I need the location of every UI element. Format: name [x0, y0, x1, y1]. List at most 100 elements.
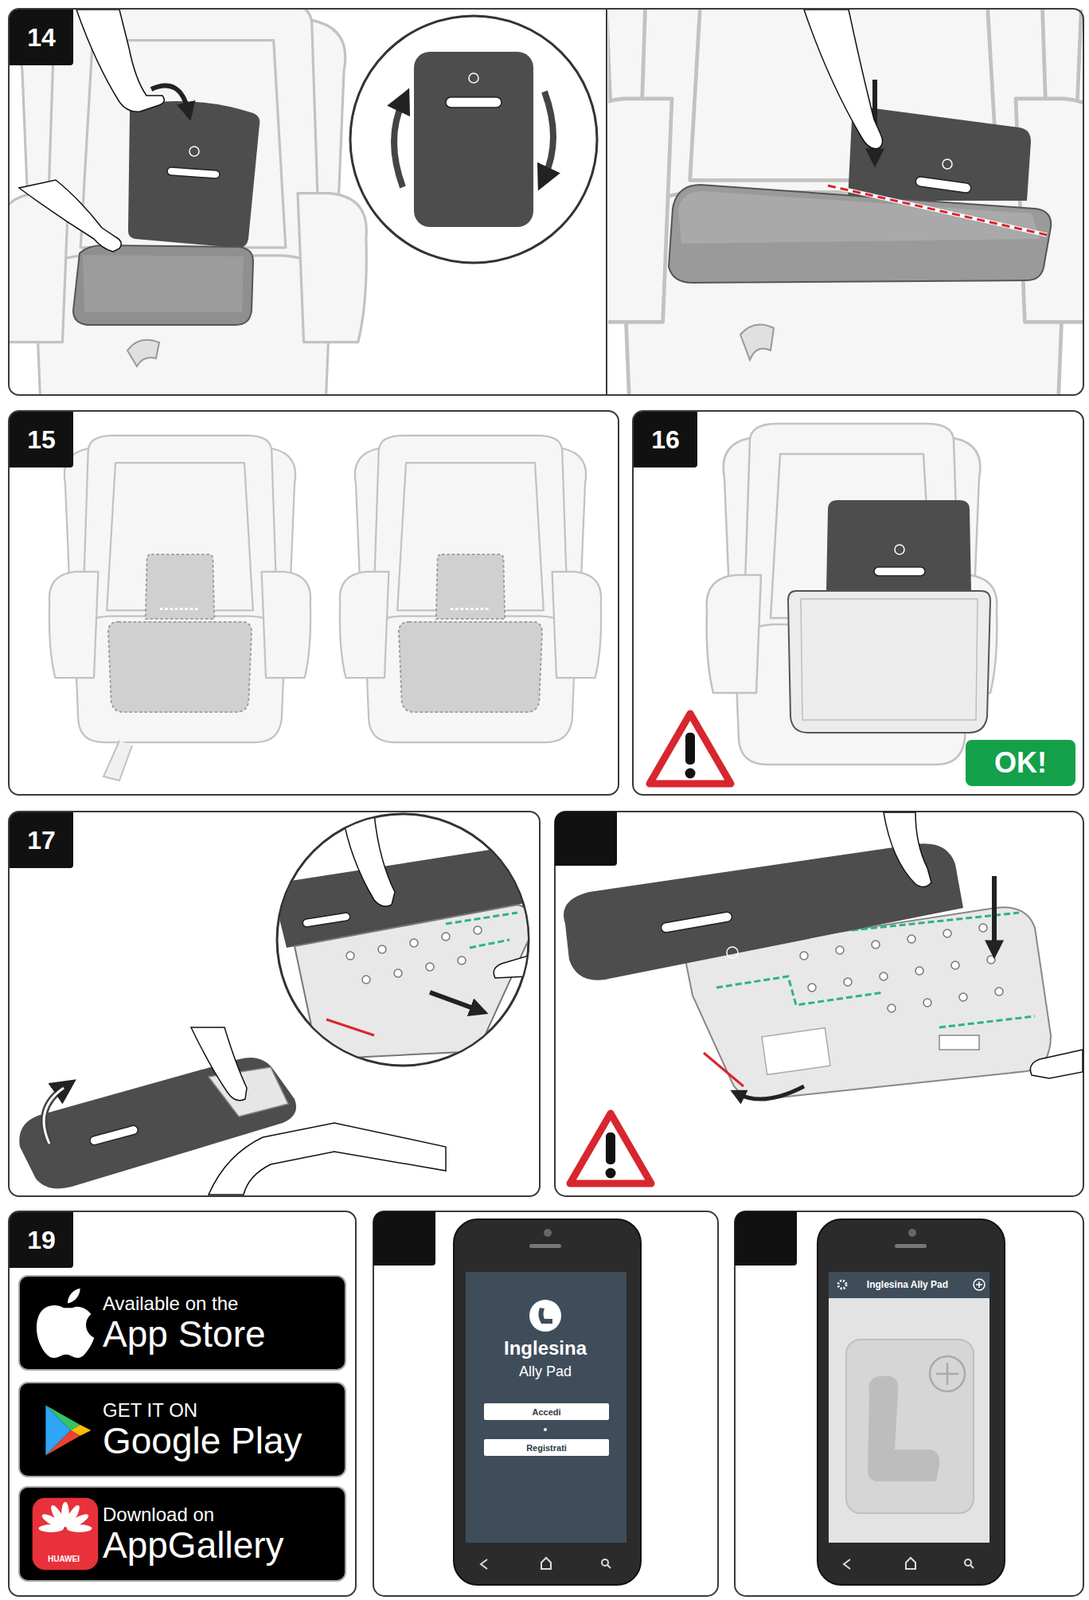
phone-home: [734, 1210, 797, 1265]
phone-login: [607, 1564, 611, 1568]
phone-home: [908, 1228, 917, 1237]
step-17-open-cover: [441, 932, 450, 941]
badge-text: GET IT ONGoogle Play: [102, 1382, 340, 1476]
step-15-positions: [339, 435, 602, 742]
step-18-insert-sensor: [887, 1003, 896, 1012]
phone-home: [734, 1210, 1084, 1596]
step-17-open-cover: [342, 813, 395, 906]
step-18-insert-sensor: [879, 971, 888, 980]
badge-store-name: AppGallery: [102, 1525, 340, 1564]
step-17-open-cover: [270, 813, 542, 1059]
phone-login: [538, 1307, 553, 1324]
step-14-install: [189, 146, 200, 157]
step-17-open-cover: [294, 904, 531, 1059]
step-17-open-cover: [43, 1087, 64, 1144]
step-16-correct: [706, 423, 998, 765]
brand-mark: HUAWEI: [47, 1553, 80, 1563]
step-16-correct: [874, 566, 926, 576]
app-subtitle: Ally Pad: [519, 1362, 572, 1380]
phone-home: [838, 1280, 847, 1289]
step-17-open-cover: [89, 1124, 140, 1146]
step-17-open-cover: [425, 962, 434, 971]
step-14-press: [608, 9, 1083, 395]
step-18-insert-sensor: [1030, 1049, 1083, 1078]
step-18-insert-sensor: [907, 934, 916, 943]
app-title: Inglesina: [503, 1336, 587, 1359]
badge-store-name: App Store: [102, 1314, 340, 1353]
step-17-open-cover: [43, 1087, 64, 1144]
button-label: Registrati: [526, 1442, 567, 1452]
step-16-correct: [788, 590, 991, 733]
step-14-install: [82, 254, 244, 313]
phone-login: [373, 1210, 436, 1265]
store-icon: [19, 1276, 108, 1369]
step-14-install: [127, 339, 160, 367]
badge-store-name: Google Play: [102, 1420, 340, 1460]
phone-home: [975, 1280, 983, 1288]
step-18-insert-sensor: [995, 987, 1004, 996]
phone-home: [894, 1243, 927, 1248]
phone-login: [373, 1210, 719, 1596]
step-17-open-cover: [394, 968, 403, 977]
panel-divider: [605, 7, 608, 396]
step-18-insert-sensor: [979, 923, 988, 932]
step-18-insert-sensor: [703, 1052, 744, 1086]
step-18-insert-sensor: [761, 1027, 831, 1075]
step-number: 16: [633, 411, 698, 468]
step-15-positions: [103, 740, 133, 781]
step-number: 15: [9, 411, 74, 468]
step-14-press: [668, 184, 1051, 283]
phone-login: [373, 1210, 719, 1596]
step-14-install: [544, 91, 554, 177]
phone-login: [541, 1557, 551, 1569]
phone-home: [964, 1558, 972, 1566]
step-18-insert-sensor: [738, 1085, 805, 1099]
phone-home: [828, 1271, 990, 1542]
step-14-install: [9, 9, 367, 395]
phone-login: [465, 1271, 627, 1542]
step-panel: 16OK!: [632, 409, 1085, 796]
step-14-press: [942, 159, 953, 169]
step-17-open-cover: [429, 991, 478, 1010]
phone-home: [867, 1375, 940, 1481]
step-16-correct: [800, 598, 978, 720]
store-badge: Available on theApp Store: [18, 1274, 347, 1371]
phone-home: [905, 1557, 916, 1569]
phone-login: [529, 1299, 562, 1331]
step-number: 14: [9, 9, 74, 66]
step-16-correct: [894, 544, 905, 555]
phone-home: [929, 1355, 965, 1391]
step-panel: 14: [7, 7, 1085, 396]
step-15-positions: [398, 554, 543, 712]
badge-caption: GET IT ON: [102, 1398, 340, 1421]
app-header: Inglesina Ally Pad: [866, 1278, 949, 1290]
step-14-install: [394, 101, 403, 188]
manual-illustration: [569, 1112, 652, 1183]
step-18-insert-sensor: [554, 811, 1084, 1196]
step-17-open-cover: [191, 1026, 247, 1101]
step-18-insert-sensor: [939, 1034, 980, 1050]
step-15-positions: [49, 435, 602, 781]
step-18-insert-sensor: [991, 875, 997, 948]
store-icon: [19, 1382, 108, 1476]
step-14-press: [804, 9, 883, 149]
phone-home: [970, 1564, 974, 1568]
step-14-install: [413, 51, 534, 227]
phone-home: [828, 1271, 990, 1298]
badge-text: Available on theApp Store: [102, 1276, 340, 1369]
step-17-open-cover: [457, 956, 466, 965]
step-panel: 17: [7, 810, 541, 1197]
step-17-open-cover: [346, 925, 482, 984]
step-18-insert-sensor: [800, 951, 808, 960]
step-18-insert-sensor: [915, 966, 924, 975]
step-18-insert-sensor: [554, 811, 1084, 1196]
phone-login: [453, 1218, 641, 1585]
step-14-install: [73, 245, 254, 325]
phone-login: [543, 1427, 547, 1431]
step-18-insert-sensor: [923, 998, 932, 1007]
ok-badge: OK!: [965, 739, 1076, 786]
step-14-press: [827, 185, 1047, 235]
step-14-install: [445, 97, 502, 108]
step-16-correct: [706, 423, 998, 765]
